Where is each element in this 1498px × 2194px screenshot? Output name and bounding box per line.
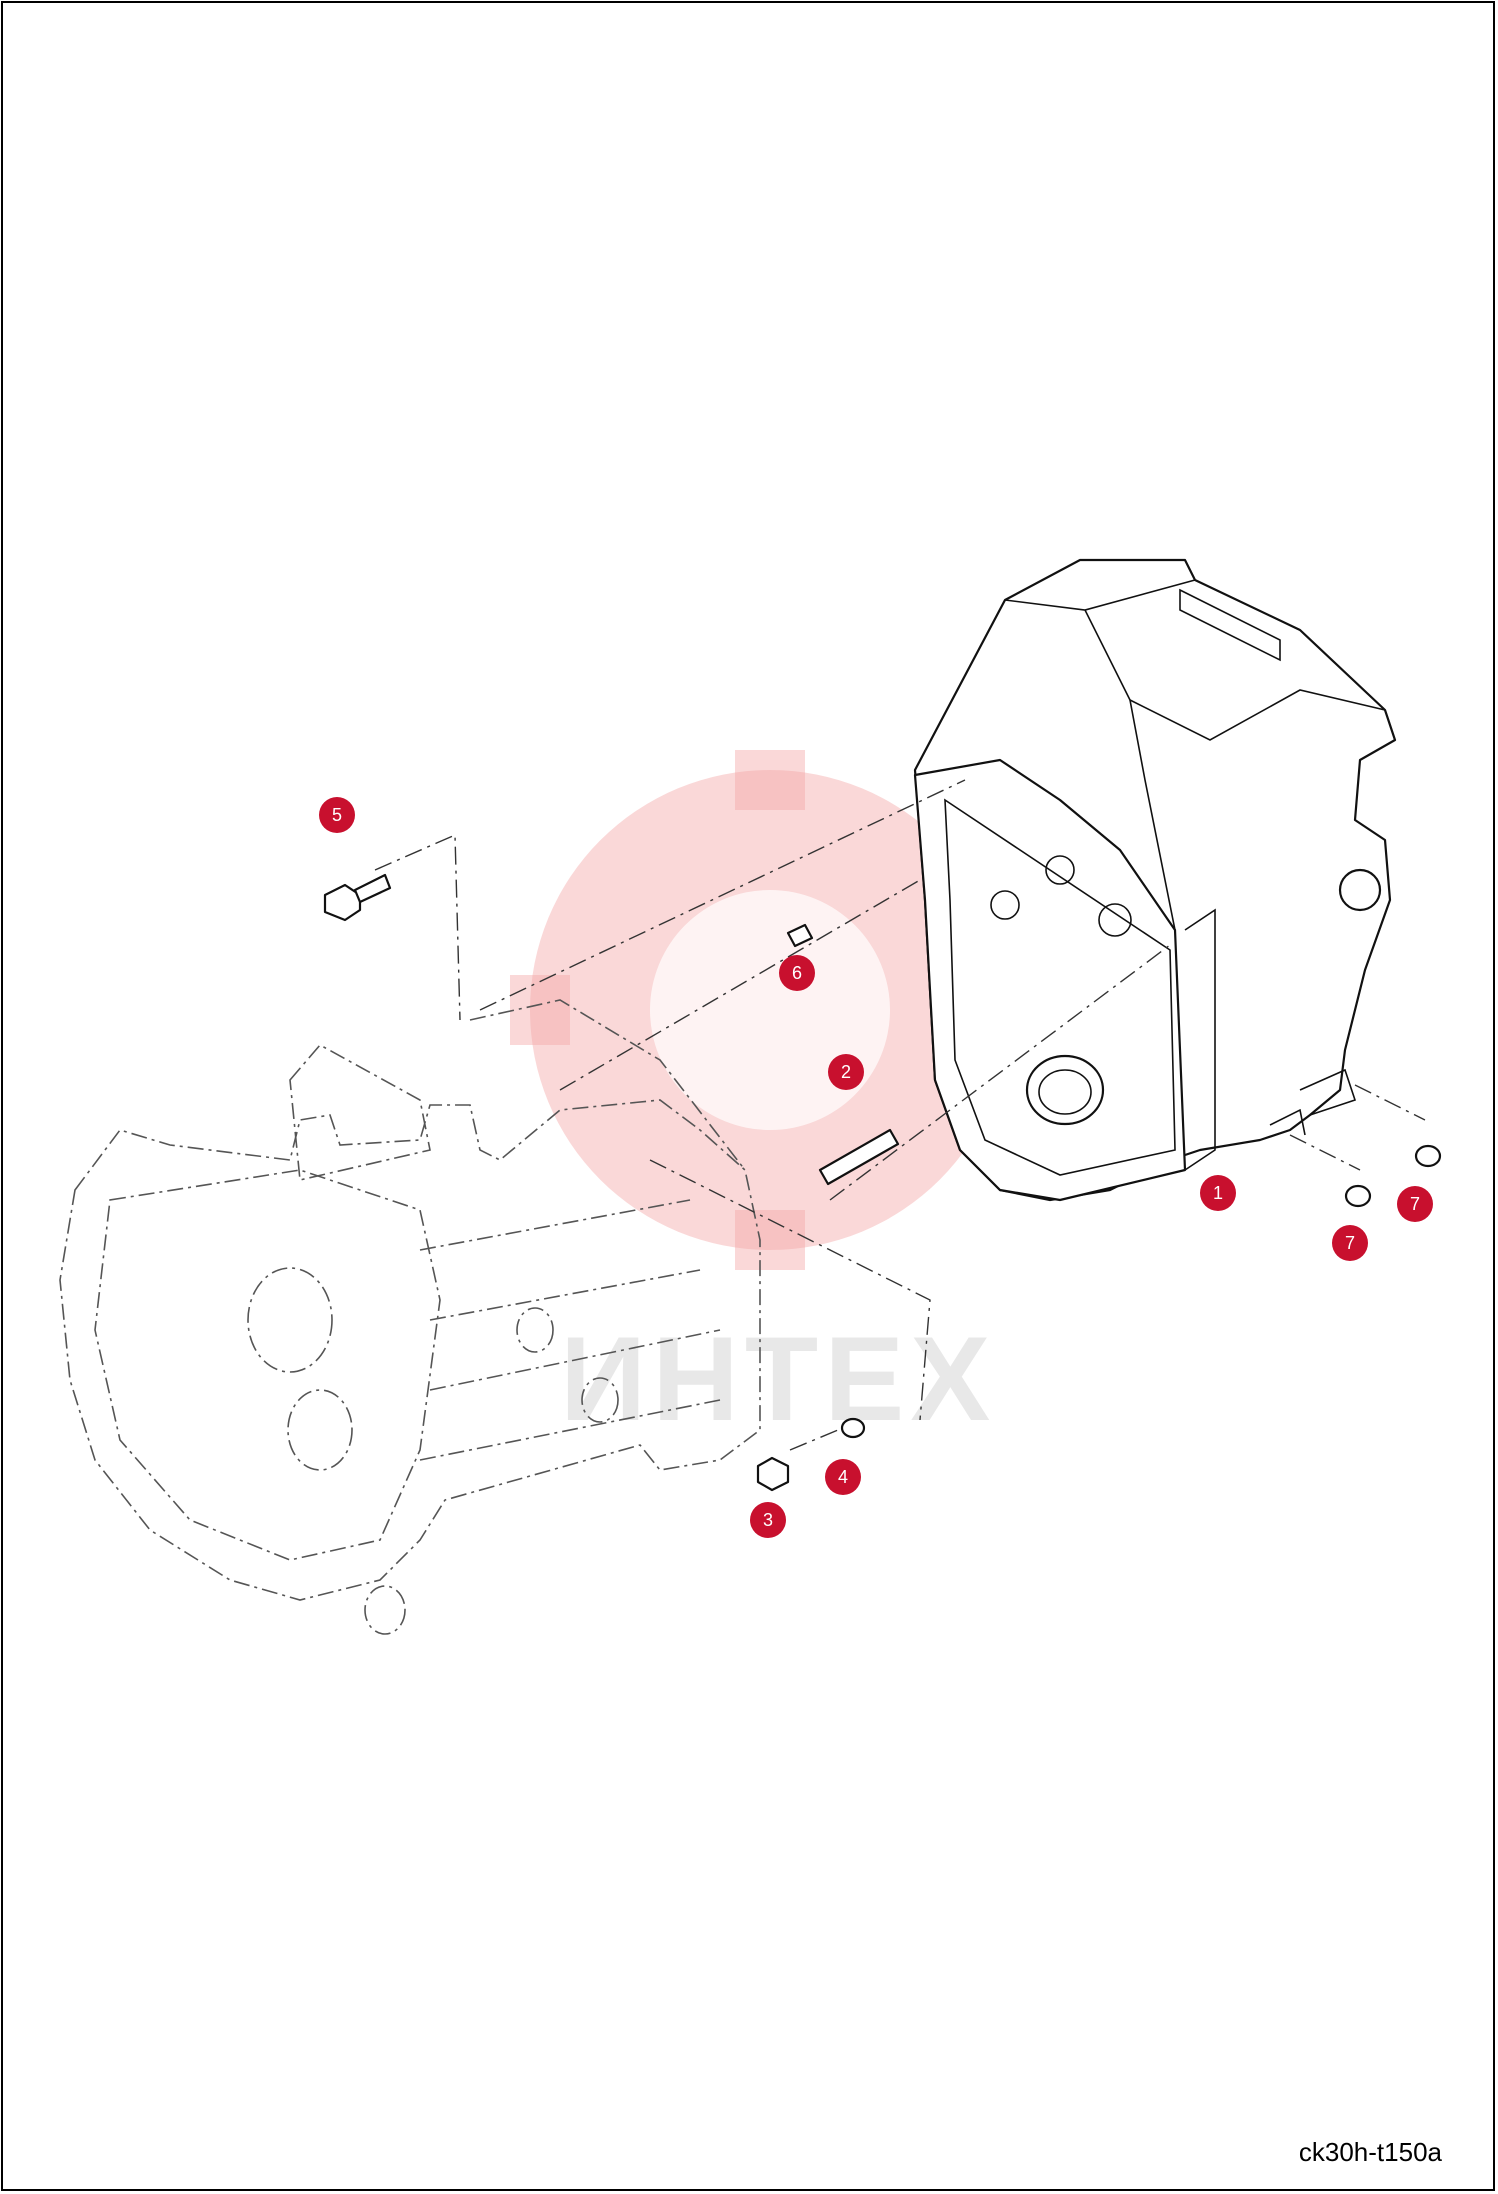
- hex-bolt: [323, 873, 392, 922]
- plug-left: [1344, 1184, 1372, 1208]
- callout-7b-label: 7: [1410, 1194, 1420, 1214]
- watermark-text: ИНТЕХ: [560, 1312, 996, 1446]
- transmission-housing-ghost: [59, 999, 761, 1635]
- stud-bolt: [818, 1128, 900, 1186]
- callout-3-label: 3: [763, 1510, 773, 1530]
- callout-1-label: 1: [1213, 1183, 1223, 1203]
- callout-7a-label: 7: [1345, 1233, 1355, 1253]
- callout-4: 4: [825, 1459, 861, 1495]
- callout-4-label: 4: [838, 1467, 848, 1487]
- callout-7b: 7: [1397, 1186, 1433, 1222]
- callout-5-label: 5: [332, 805, 342, 825]
- callout-6-label: 6: [792, 963, 802, 983]
- callout-1: 1: [1200, 1175, 1236, 1211]
- callout-7a: 7: [1332, 1225, 1368, 1261]
- rear-housing: [913, 558, 1397, 1202]
- callout-3: 3: [750, 1502, 786, 1538]
- spring-washer: [840, 1417, 866, 1439]
- dowel-pin: [786, 923, 814, 948]
- assembly-leader-lines: [374, 779, 1426, 1451]
- callout-2-label: 2: [841, 1062, 851, 1082]
- hex-nut: [756, 1456, 790, 1492]
- callout-5: 5: [319, 797, 355, 833]
- callout-2: 2: [828, 1054, 864, 1090]
- drawing-code: ck30h-t150a: [1298, 2137, 1442, 2167]
- plug-right: [1414, 1144, 1442, 1168]
- callout-6: 6: [779, 955, 815, 991]
